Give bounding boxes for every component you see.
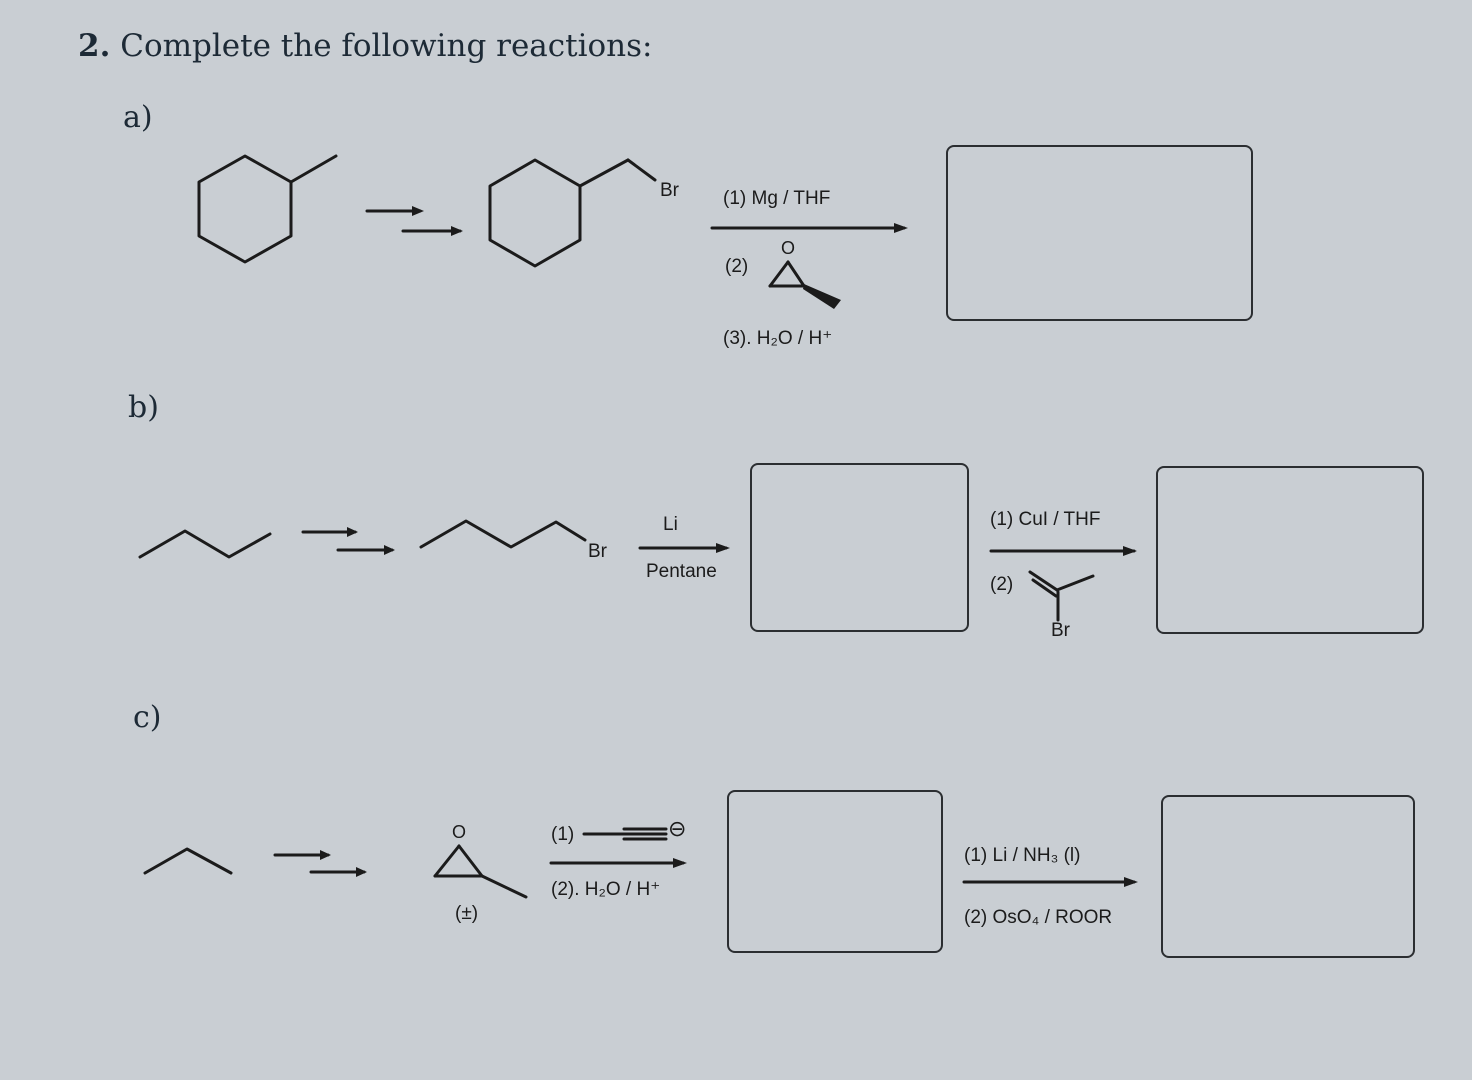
- arrowhead-a-bottom: [451, 226, 463, 236]
- part-b-reagent-2: (2): [990, 574, 1014, 595]
- vinyl-methyl-bond: [1055, 574, 1095, 592]
- part-c-epoxide-oxygen: O: [452, 822, 467, 842]
- arrowhead-c-top: [320, 850, 331, 860]
- part-b-reagent-cui: (1) CuI / THF: [990, 509, 1101, 530]
- arrowhead-reaction-a: [894, 223, 908, 233]
- part-b-vinyl-br-label: Br: [1051, 620, 1070, 641]
- part-c-reagent-2: (2). H₂O / H⁺: [551, 879, 661, 900]
- part-a-reagent-2: (2): [725, 256, 749, 277]
- methylcyclohexane-ring: [197, 154, 293, 264]
- arrowhead-c1: [673, 858, 687, 868]
- propane-chain: [138, 529, 272, 559]
- part-b-label: b): [128, 390, 159, 425]
- part-a-br-label: Br: [660, 180, 679, 201]
- part-c-reagent-li-nh3: (1) Li / NH₃ (l): [964, 845, 1081, 866]
- epoxide-bond-1: [768, 260, 790, 288]
- epoxide-c-methyl: [480, 874, 528, 899]
- part-c-acetylide-charge: ⊖: [668, 816, 687, 841]
- epoxide-bond-2: [786, 260, 806, 288]
- part-a-reagent-1: (1) Mg / THF: [723, 188, 831, 209]
- epoxide-c-bond-2: [457, 844, 484, 878]
- arrowhead-b-top: [347, 527, 358, 537]
- part-c-stereo-label: (±): [455, 903, 479, 924]
- ch2-bond: [578, 158, 630, 188]
- c-br-bond: [626, 158, 657, 182]
- answer-box-b1[interactable]: [750, 463, 969, 632]
- part-b-reagent-li: Li: [663, 514, 678, 535]
- alkene-bond-inner: [1031, 578, 1058, 598]
- methyl-bond: [289, 154, 338, 184]
- question-number: 2.: [78, 28, 111, 64]
- answer-box-b2[interactable]: [1156, 466, 1424, 634]
- arrowhead-b-bottom: [384, 545, 395, 555]
- answer-box-c1[interactable]: [727, 790, 943, 953]
- part-a-reagent-3: (3). H₂O / H⁺: [723, 328, 833, 349]
- part-b-br-label: Br: [588, 541, 607, 562]
- arrowhead-c2: [1124, 877, 1138, 887]
- part-b-reagent-pentane: Pentane: [646, 561, 717, 582]
- propane-chain-c: [143, 847, 233, 875]
- part-c-reagent-oso4: (2) OsO₄ / ROOR: [964, 907, 1113, 928]
- arrowhead-b2: [1123, 546, 1137, 556]
- part-c-label: c): [133, 700, 162, 735]
- answer-box-a[interactable]: [946, 145, 1253, 321]
- part-c-reagent-1: (1): [551, 824, 575, 845]
- bromomethylcyclohexane-ring: [488, 158, 582, 268]
- arrowhead-a-top: [412, 206, 424, 216]
- part-a-label: a): [123, 100, 153, 135]
- answer-box-c2[interactable]: [1161, 795, 1415, 958]
- epoxide-c-bond-1: [433, 844, 461, 878]
- alkene-bond-outer: [1028, 570, 1059, 592]
- part-a-epoxide-oxygen: O: [781, 238, 796, 258]
- arrowhead-c-bottom: [356, 867, 367, 877]
- question-text: Complete the following reactions:: [120, 28, 653, 64]
- arrowhead-b1: [716, 543, 730, 553]
- question-title: 2. Complete the following reactions:: [78, 28, 653, 64]
- bromopropane-chain: [419, 519, 587, 549]
- epoxide-wedge: [803, 284, 841, 309]
